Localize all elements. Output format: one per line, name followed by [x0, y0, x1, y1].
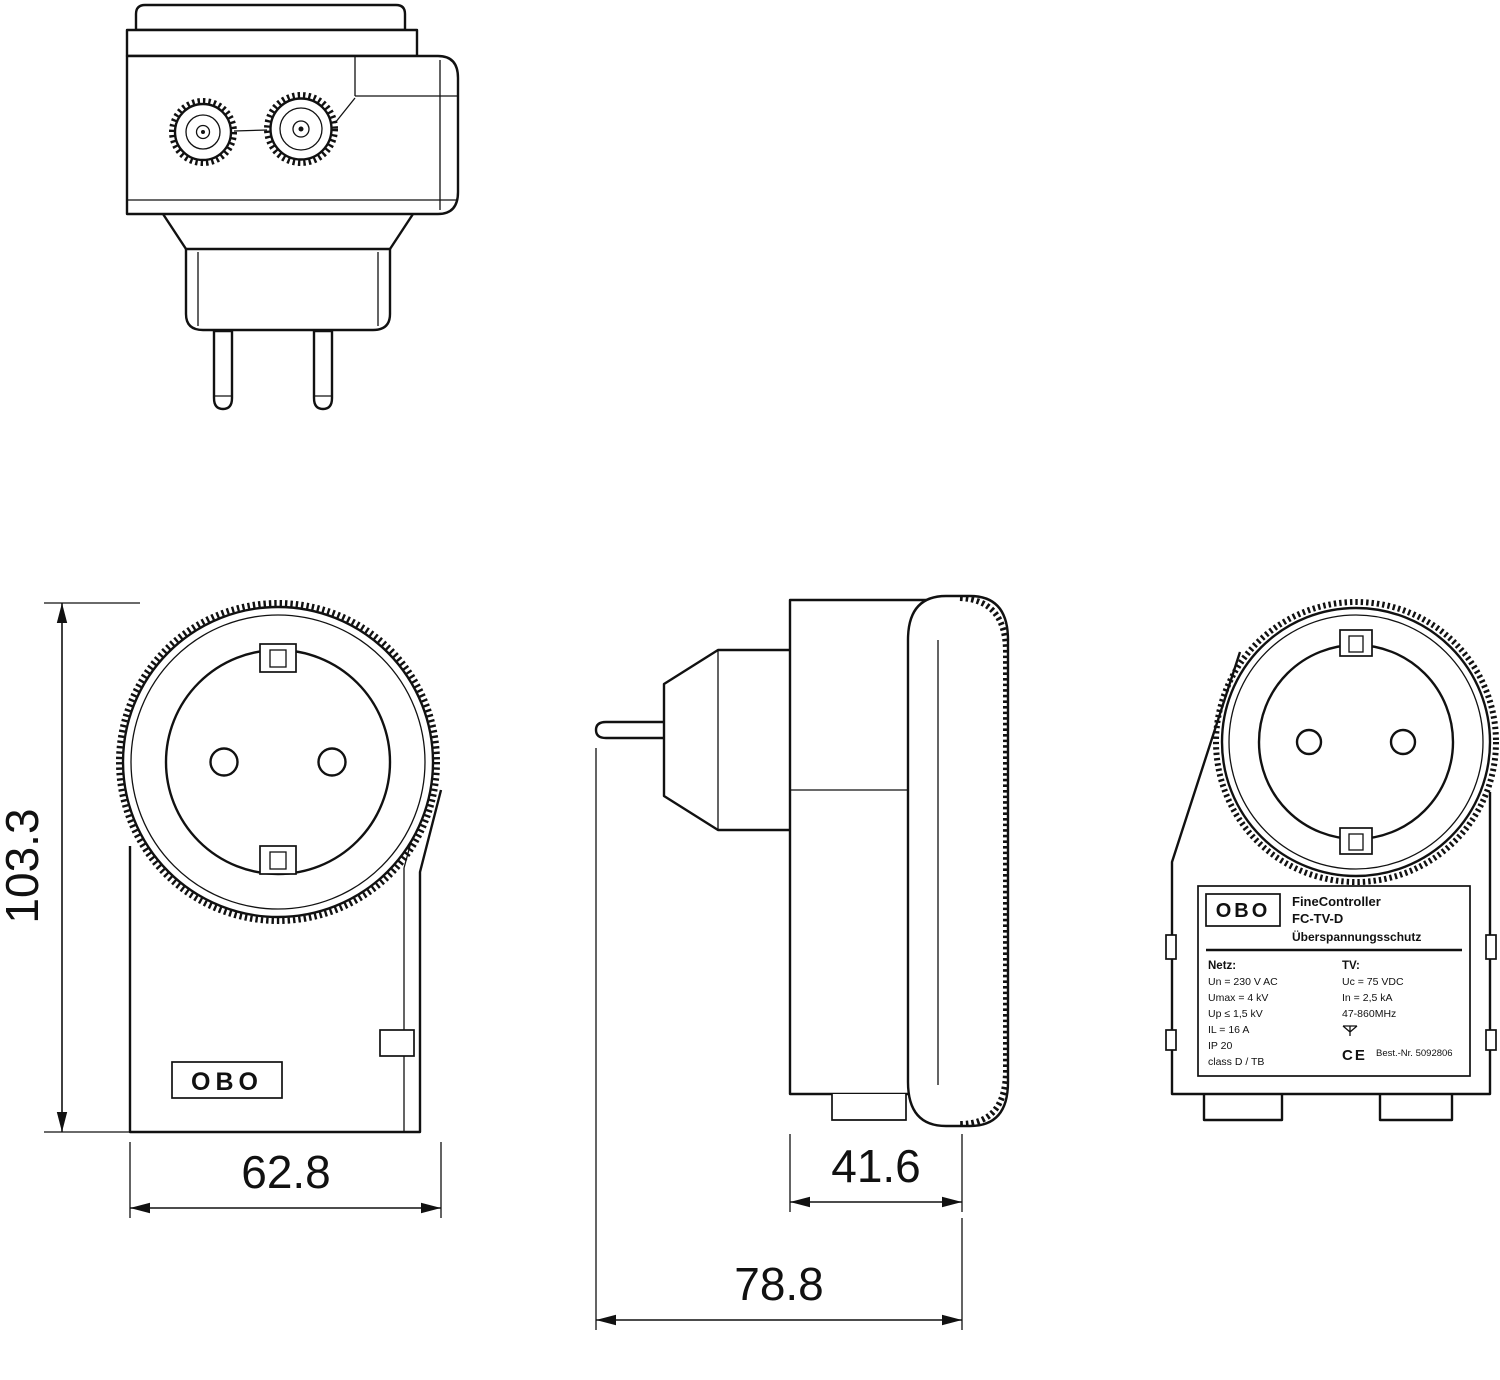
rear-foot-right	[1378, 1094, 1454, 1122]
connector-link-line	[233, 129, 268, 132]
side-clip-left-lower	[1165, 1029, 1177, 1051]
label-mains-row: IL = 16 A	[1208, 1024, 1249, 1036]
rear-earth-clip-bottom	[1339, 827, 1373, 855]
dimension-height: 103.3	[0, 602, 140, 1133]
snout-shoulder-left	[161, 213, 188, 250]
dimension-total-depth: 78.8	[595, 748, 963, 1330]
rear-view: OBO FineController FC-TV-D Überspannungs…	[1165, 599, 1499, 1122]
side-view: 41.6 78.8	[594, 594, 1010, 1330]
knurled-wheel-rim	[125, 28, 419, 58]
side-foot	[831, 1094, 907, 1121]
top-view	[125, 3, 460, 411]
socket-hole-left	[209, 747, 239, 777]
front-logo-text: OBO	[191, 1068, 263, 1096]
label-product-line1: FineController	[1292, 894, 1381, 909]
side-clip-right-upper	[1485, 934, 1497, 960]
coax-connector-left	[169, 98, 237, 166]
label-product-line2: FC-TV-D	[1292, 911, 1343, 926]
schuko-socket	[116, 600, 440, 924]
dimension-body-depth: 41.6	[789, 1134, 963, 1212]
label-mains-row: class D / TB	[1208, 1056, 1264, 1068]
knurled-cap-band	[134, 3, 407, 32]
label-mains-heading: Netz:	[1208, 960, 1236, 972]
coax-connector-right	[264, 92, 338, 166]
rear-foot-left	[1202, 1094, 1284, 1122]
label-mains-row: Up ≤ 1,5 kV	[1208, 1008, 1263, 1020]
earth-clip-top	[259, 643, 297, 673]
ce-mark: CE	[1342, 1047, 1367, 1064]
rear-socket-wheel	[1213, 599, 1499, 885]
antenna-icon	[1342, 1025, 1358, 1036]
snout-inner-lines	[197, 252, 379, 326]
label-tv-row: Uc = 75 VDC	[1342, 976, 1404, 988]
release-latch	[379, 1029, 415, 1057]
label-logo-plate: OBO	[1205, 893, 1281, 927]
socket-hole-right	[317, 747, 347, 777]
dimension-width-value: 62.8	[241, 1146, 331, 1198]
dimension-height-value: 103.3	[0, 808, 48, 923]
rear-housing	[1170, 651, 1492, 1096]
rear-hole-left	[1295, 728, 1323, 756]
plug-snout-top	[184, 247, 392, 332]
rear-earth-clip-top	[1339, 629, 1373, 657]
connector-seam-line	[334, 97, 356, 124]
label-mains-row: Umax = 4 kV	[1208, 992, 1268, 1004]
label-subtitle: Überspannungsschutz	[1292, 929, 1421, 944]
label-mains-row: IP 20	[1208, 1040, 1232, 1052]
label-tv-column: TV: Uc = 75 VDC In = 2,5 kA 47-860MHz	[1342, 960, 1404, 1020]
side-clip-right-lower	[1485, 1029, 1497, 1051]
front-view: OBO 103.3 62.8	[0, 600, 443, 1218]
dimension-body-depth-value: 41.6	[831, 1140, 921, 1192]
dimension-total-depth-value: 78.8	[734, 1258, 824, 1310]
label-tv-row: In = 2,5 kA	[1342, 992, 1393, 1004]
label-tv-heading: TV:	[1342, 960, 1360, 972]
earth-clip-bottom	[259, 845, 297, 875]
rear-hole-right	[1389, 728, 1417, 756]
front-logo-plate: OBO	[171, 1061, 283, 1099]
label-mains-column: Netz: Un = 230 V AC Umax = 4 kV Up ≤ 1,5…	[1208, 960, 1278, 1068]
dimension-width: 62.8	[129, 1142, 442, 1218]
snout-shoulder-right	[388, 213, 415, 250]
order-number: Best.-Nr. 5092806	[1376, 1048, 1453, 1059]
label-tv-row: 47-860MHz	[1342, 1008, 1396, 1020]
label-mains-row: Un = 230 V AC	[1208, 976, 1278, 988]
rating-label: OBO FineController FC-TV-D Überspannungs…	[1197, 885, 1471, 1077]
side-plug-snout	[662, 648, 790, 832]
label-brand-text: OBO	[1216, 900, 1271, 922]
plug-pin-right	[312, 329, 334, 411]
plug-pin-left	[212, 329, 234, 411]
side-clip-left-upper	[1165, 934, 1177, 960]
housing-seam	[354, 56, 458, 97]
side-wheel	[906, 594, 1010, 1128]
